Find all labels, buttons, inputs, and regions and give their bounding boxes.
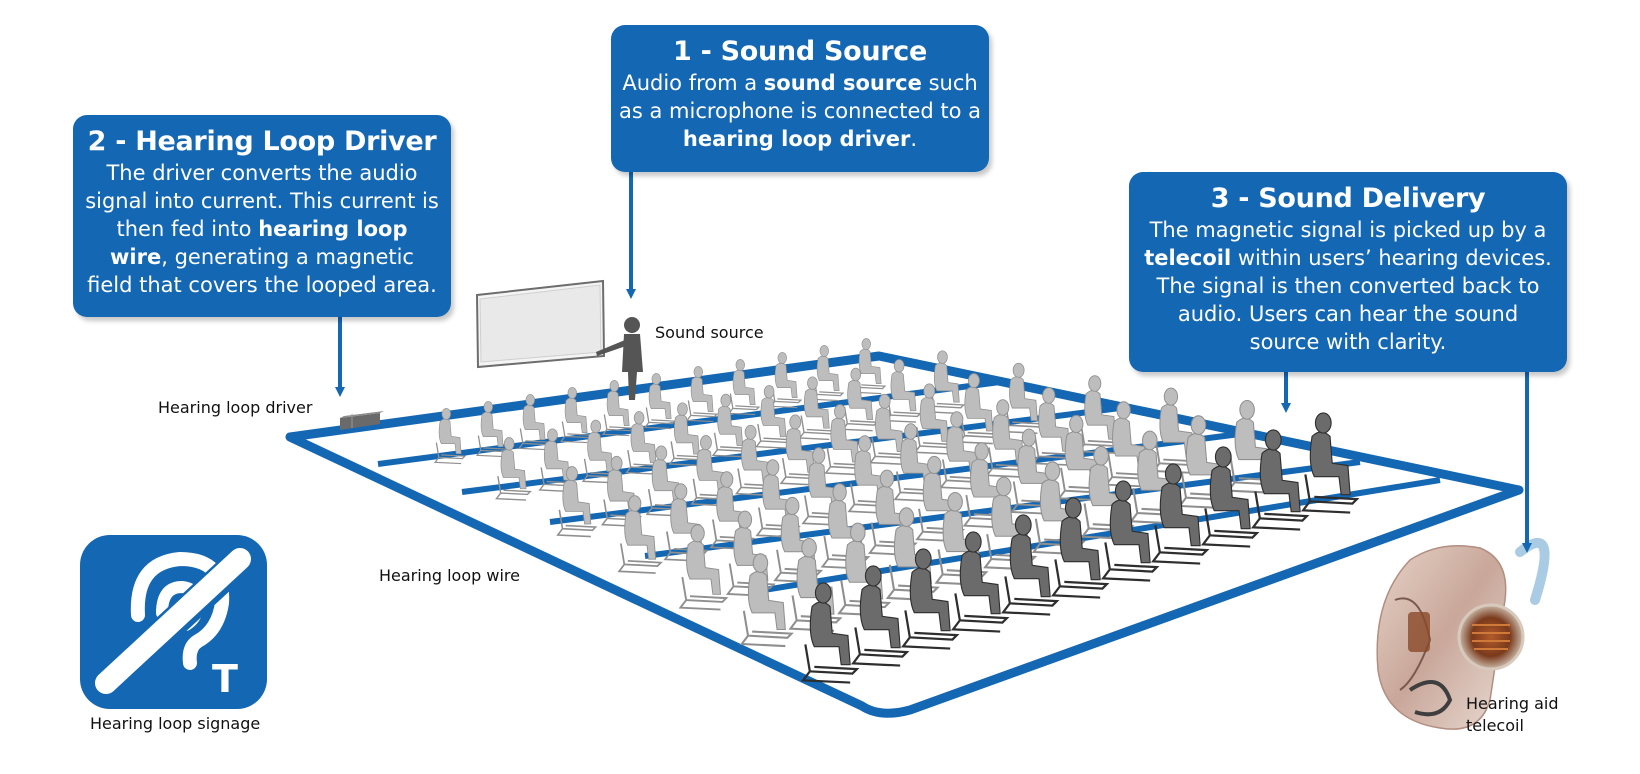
- audience-member: [556, 466, 598, 538]
- audience-member: [433, 408, 467, 465]
- audience-member: [739, 553, 794, 648]
- audience-member: [885, 359, 922, 423]
- hearing-loop-signage: T: [80, 535, 267, 709]
- audience-member: [678, 524, 729, 611]
- label-signage: Hearing loop signage: [90, 714, 261, 733]
- audience-member: [900, 548, 960, 650]
- audience-member: [801, 447, 847, 526]
- audience-member: [1300, 412, 1360, 514]
- audience-member: [475, 401, 509, 458]
- label-telecoil: Hearing aid telecoil: [1466, 693, 1559, 737]
- callout-title: 1 - Sound Source: [672, 36, 927, 67]
- audience-member: [559, 387, 593, 444]
- audience-member: [798, 376, 836, 441]
- audience-member: [1250, 429, 1310, 531]
- audience-member: [495, 437, 532, 501]
- hearing-aid-image: [1376, 537, 1550, 730]
- callout-title: 2 - Hearing Loop Driver: [87, 126, 437, 157]
- hearing-loop-ear-icon: T: [95, 548, 253, 701]
- audience-member: [811, 345, 845, 402]
- audience-member: [734, 424, 777, 497]
- signage-letter: T: [212, 657, 238, 701]
- loop-driver-box: [340, 411, 384, 430]
- audience-member: [1077, 375, 1123, 454]
- callout-sound-source: 1 - Sound Source Audio from a sound sour…: [611, 25, 989, 172]
- audience-member: [824, 404, 866, 476]
- audience-member: [625, 411, 662, 475]
- label-telecoil-line1: Hearing aid: [1466, 694, 1559, 713]
- callout-title: 3 - Sound Delivery: [1210, 183, 1486, 214]
- audience-member: [1000, 514, 1060, 616]
- label-telecoil-line2: telecoil: [1466, 716, 1524, 735]
- audience-member: [643, 373, 677, 430]
- audience-member: [853, 338, 887, 395]
- audience-member: [1050, 497, 1110, 599]
- audience-member: [601, 380, 635, 437]
- audience-member: [1200, 446, 1260, 548]
- callout-text: Audio from a sound source such as a micr…: [619, 71, 981, 151]
- audience-member: [850, 565, 910, 667]
- callout-arrows: [335, 172, 1532, 553]
- audience-member: [1150, 463, 1210, 565]
- audience-member: [727, 359, 761, 416]
- audience-member: [928, 350, 966, 415]
- audience-member: [1100, 480, 1160, 582]
- audience-member: [755, 385, 792, 449]
- audience-member: [800, 582, 860, 684]
- projection-screen: [475, 279, 606, 369]
- callout-text: The driver converts the audio signal int…: [85, 161, 439, 297]
- callout-sound-delivery: 3 - Sound Delivery The magnetic signal i…: [1129, 172, 1567, 372]
- audience-member: [769, 352, 803, 409]
- callout-text: The magnetic signal is picked up by a te…: [1144, 218, 1552, 354]
- audience-seats: [433, 338, 1360, 684]
- label-loop-driver: Hearing loop driver: [158, 398, 313, 417]
- audience-member: [685, 366, 719, 423]
- audience-member: [1002, 362, 1045, 435]
- presenter-figure: [596, 317, 643, 400]
- audience-member: [617, 495, 663, 574]
- callout-loop-driver: 2 - Hearing Loop Driver The driver conve…: [73, 115, 451, 317]
- label-loop-wire: Hearing loop wire: [379, 566, 520, 585]
- audience-member: [841, 367, 879, 432]
- audience-member: [950, 531, 1010, 633]
- audience-member: [668, 402, 706, 467]
- label-sound-source: Sound source: [655, 323, 764, 342]
